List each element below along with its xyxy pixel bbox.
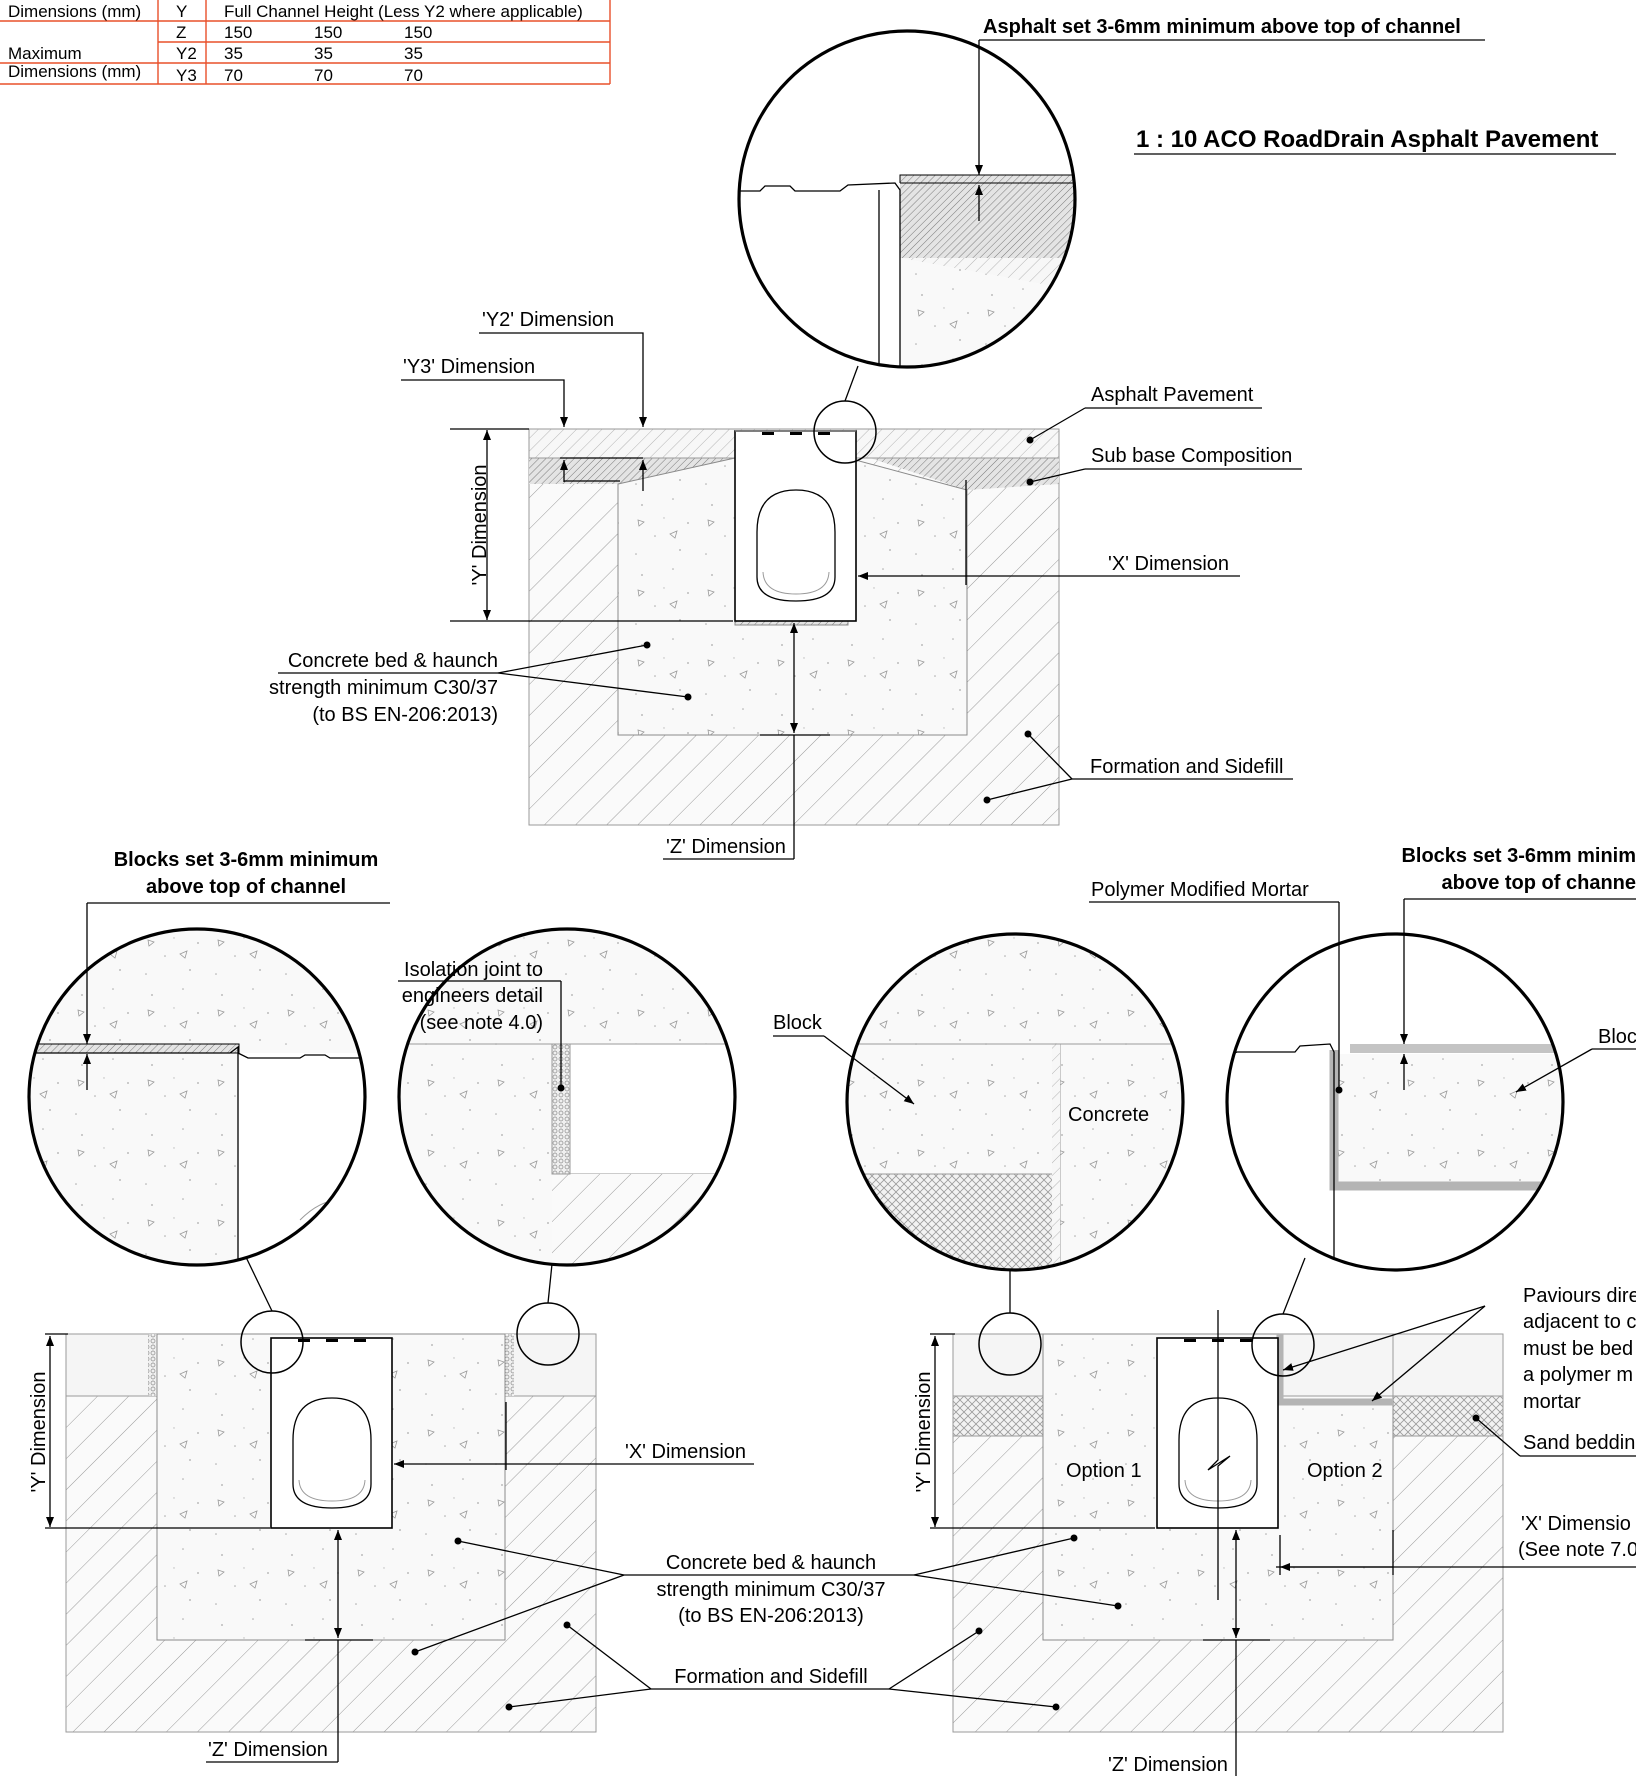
- drawing-title: 1 : 10 ACO RoadDrain Asphalt Pavement: [1136, 126, 1598, 153]
- z-dimension-label: 'Z' Dimension: [666, 836, 786, 858]
- formation-label: Formation and Sidefill: [1090, 756, 1283, 778]
- concrete-bed-label: Concrete bed & haunch: [288, 650, 498, 672]
- concrete-label: Concrete: [1068, 1104, 1149, 1126]
- top-section: Asphalt set 3-6mm minimum above top of c…: [269, 16, 1485, 860]
- isolation-joint-label: Isolation joint to: [404, 959, 543, 981]
- option2-label: Option 2: [1307, 1460, 1383, 1482]
- table-cell: Dimensions (mm): [8, 62, 141, 81]
- table-cell: 70: [404, 66, 423, 85]
- x-dimension-label: 'X' Dimension: [1108, 553, 1229, 575]
- block-label: Bloc: [1598, 1026, 1636, 1048]
- x-dimension-label: (See note 7.0: [1518, 1539, 1636, 1561]
- isolation-joint-label: engineers detail: [402, 985, 543, 1007]
- table-cell: Y: [176, 2, 187, 21]
- table-cell: 35: [224, 44, 243, 63]
- z-dimension-label: 'Z' Dimension: [1108, 1754, 1228, 1776]
- blocks-note: above top of channel: [146, 876, 346, 898]
- table-cell: 150: [224, 23, 252, 42]
- table-cell: Full Channel Height (Less Y2 where appli…: [224, 2, 583, 21]
- table-cell: 35: [314, 44, 333, 63]
- table-cell: 150: [314, 23, 342, 42]
- y2-dimension-label: 'Y2' Dimension: [482, 309, 614, 331]
- x-dimension-label: 'X' Dimension: [625, 1441, 746, 1463]
- block-label: Block: [773, 1012, 823, 1034]
- isolation-joint-label: (see note 4.0): [420, 1012, 543, 1034]
- formation-label: Formation and Sidefill: [674, 1666, 867, 1688]
- blocks-note: Blocks set 3-6mm minimum: [114, 849, 379, 871]
- y-dimension-label: 'Y' Dimension: [469, 464, 491, 585]
- paviours-note: adjacent to c: [1523, 1311, 1636, 1333]
- left-section: Blocks set 3-6mm minimum above top of ch…: [27, 849, 754, 1763]
- table-cell: Y2: [176, 44, 197, 63]
- concrete-bed-label: strength minimum C30/37: [657, 1579, 886, 1601]
- concrete-bed-label: (to BS EN-206:2013): [312, 704, 498, 726]
- shared-bottom-labels: Concrete bed & haunch strength minimum C…: [411, 1534, 1122, 1711]
- y-dimension-label: 'Y' Dimension: [28, 1371, 50, 1492]
- paviours-note: Paviours dire: [1523, 1285, 1636, 1307]
- polymer-mortar-label: Polymer Modified Mortar: [1091, 879, 1309, 901]
- table-cell: 70: [314, 66, 333, 85]
- paviours-note: mortar: [1523, 1391, 1581, 1413]
- asphalt-note: Asphalt set 3-6mm minimum above top of c…: [983, 16, 1461, 38]
- blocks-note: above top of channe: [1442, 872, 1636, 894]
- option1-label: Option 1: [1066, 1460, 1142, 1482]
- asphalt-pavement-label: Asphalt Pavement: [1091, 384, 1254, 406]
- paviours-note: a polymer m: [1523, 1364, 1633, 1386]
- concrete-bed-label: (to BS EN-206:2013): [678, 1605, 864, 1627]
- dimension-table: Dimensions (mm) Y Full Channel Height (L…: [0, 0, 611, 85]
- table-cell: 35: [404, 44, 423, 63]
- y3-dimension-label: 'Y3' Dimension: [403, 356, 535, 378]
- z-dimension-label: 'Z' Dimension: [208, 1739, 328, 1761]
- table-cell: Maximum: [8, 44, 82, 63]
- paviours-note: must be bed: [1523, 1338, 1633, 1360]
- x-dimension-label: 'X' Dimensio: [1521, 1513, 1631, 1535]
- sub-base-label: Sub base Composition: [1091, 445, 1292, 467]
- blocks-note: Blocks set 3-6mm minim: [1401, 845, 1636, 867]
- table-cell: 150: [404, 23, 432, 42]
- table-cell: 70: [224, 66, 243, 85]
- concrete-bed-label: strength minimum C30/37: [269, 677, 498, 699]
- table-cell: Dimensions (mm): [8, 2, 141, 21]
- y-dimension-label: 'Y' Dimension: [913, 1371, 935, 1492]
- table-cell: Y3: [176, 66, 197, 85]
- table-cell: Z: [176, 23, 186, 42]
- concrete-bed-label: Concrete bed & haunch: [666, 1552, 876, 1574]
- right-section: Polymer Modified Mortar Blocks set 3-6mm…: [773, 845, 1636, 1776]
- sand-bedding-label: Sand beddin: [1523, 1432, 1635, 1454]
